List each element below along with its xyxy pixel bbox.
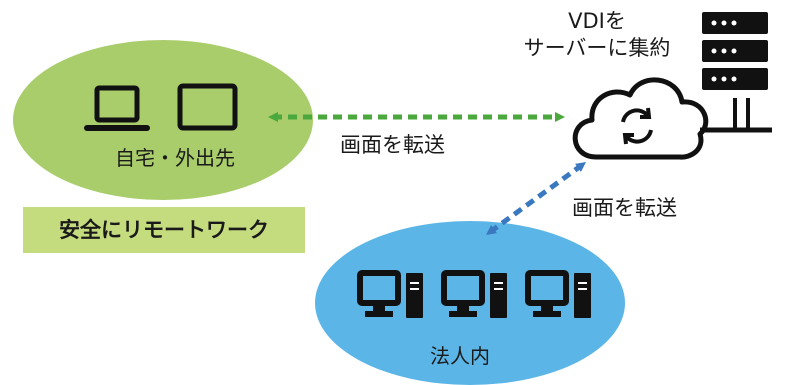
remote-work-banner-text: 安全にリモートワーク <box>59 218 269 242</box>
server-caption: VDIを サーバーに集約 <box>507 8 687 63</box>
desktop-pc-icon <box>525 270 591 318</box>
home-location-label: 自宅・外出先 <box>115 146 235 170</box>
desktop-pc-icon <box>357 270 423 318</box>
server-caption-line2: サーバーに集約 <box>523 36 671 61</box>
tablet-icon <box>177 83 238 131</box>
office-label: 法人内 <box>430 344 490 368</box>
remote-work-banner <box>23 207 305 253</box>
home-cloud-arrow-label: 画面を転送 <box>340 133 445 157</box>
home-ellipse <box>13 40 313 200</box>
laptop-icon <box>84 85 150 131</box>
sync-icon <box>621 107 653 145</box>
server-caption-line1: VDIを <box>568 9 626 33</box>
office-cloud-arrow <box>485 162 587 235</box>
cloud-icon <box>572 77 772 160</box>
desktop-pc-icon <box>441 270 507 318</box>
office-cloud-arrow-label: 画面を転送 <box>572 196 677 220</box>
server-rack-icon <box>702 12 768 90</box>
